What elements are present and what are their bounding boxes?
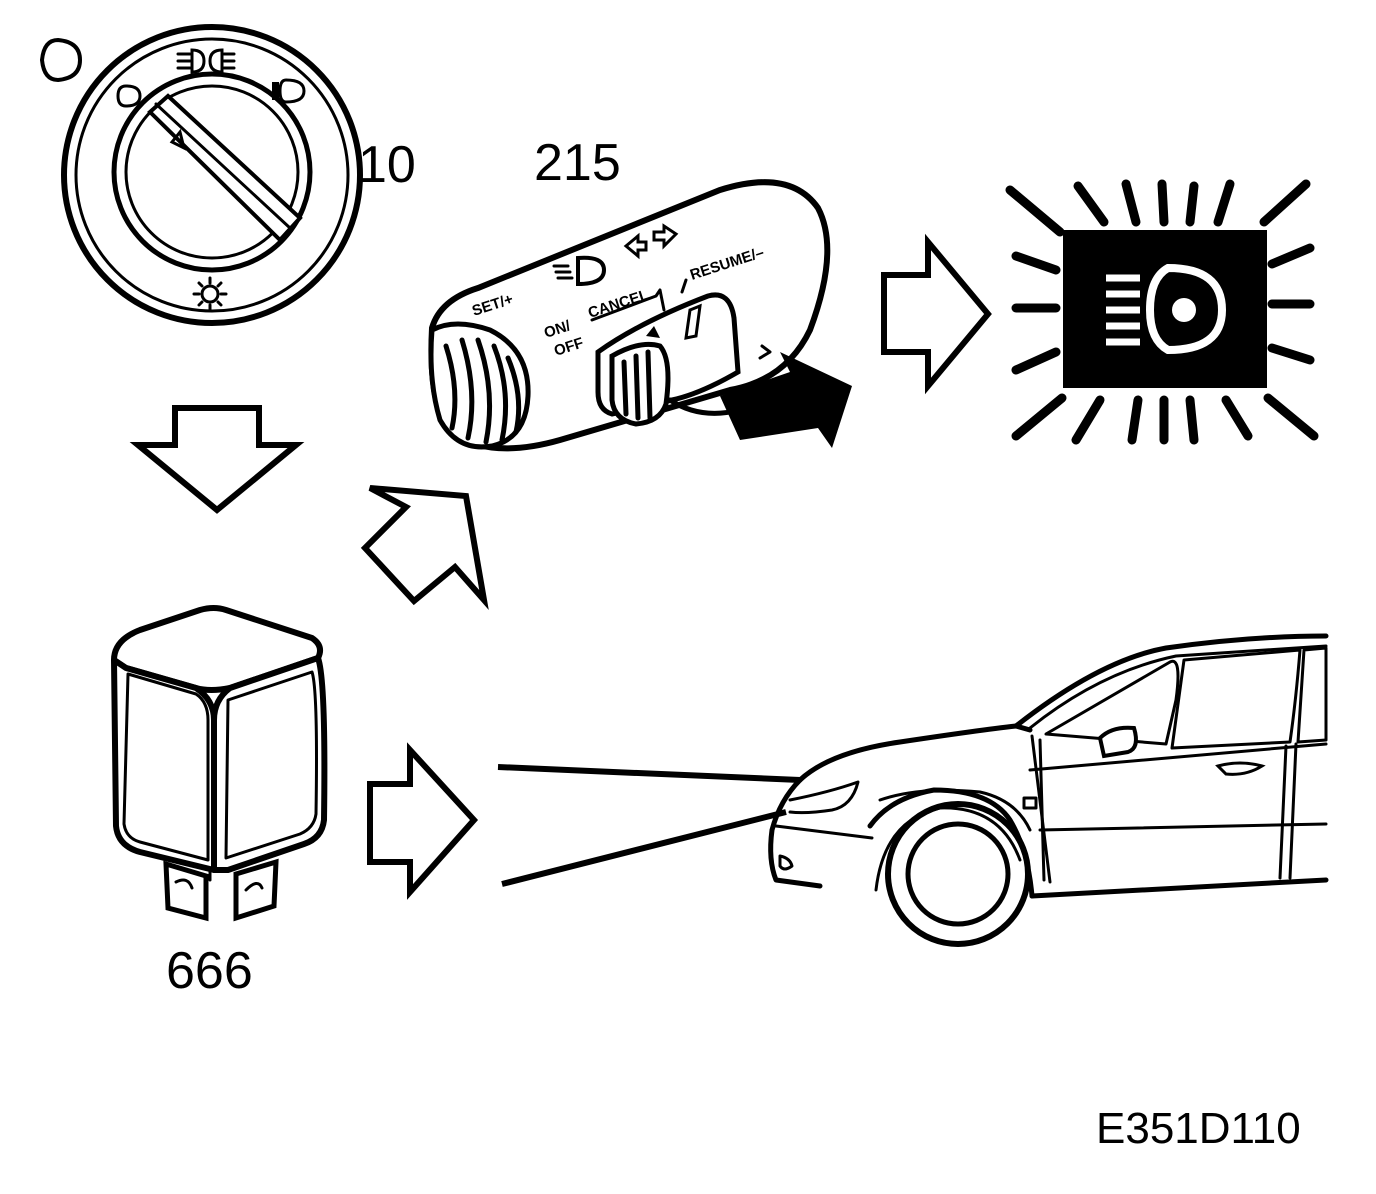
turn-signal-icon: [623, 223, 679, 260]
relay: [111, 605, 328, 922]
fog-light-icon: [272, 78, 306, 104]
light-switch: [61, 24, 363, 326]
arrow-up-right: [360, 485, 489, 610]
figure-code: E351D110: [1096, 1104, 1301, 1153]
relay-label: 666: [166, 942, 253, 1000]
arrow-right-to-car: [367, 742, 479, 900]
car: [497, 633, 1329, 947]
headlight-icon: [176, 48, 236, 74]
parking-light-icon: [39, 37, 83, 83]
high-beam-icon: [552, 255, 607, 287]
side-light-icon: [116, 84, 142, 108]
arrow-down: [129, 405, 305, 514]
stalk-label: 215: [534, 134, 621, 192]
stalk-pull-arrow: [720, 352, 852, 448]
cruise-control-stalk: [428, 179, 831, 452]
arrow-right-to-indicator: [881, 233, 992, 395]
light-switch-label: 10: [358, 136, 416, 194]
high-beam-indicator-icon: [1005, 179, 1319, 445]
instrument-dimmer-icon: [192, 276, 228, 312]
